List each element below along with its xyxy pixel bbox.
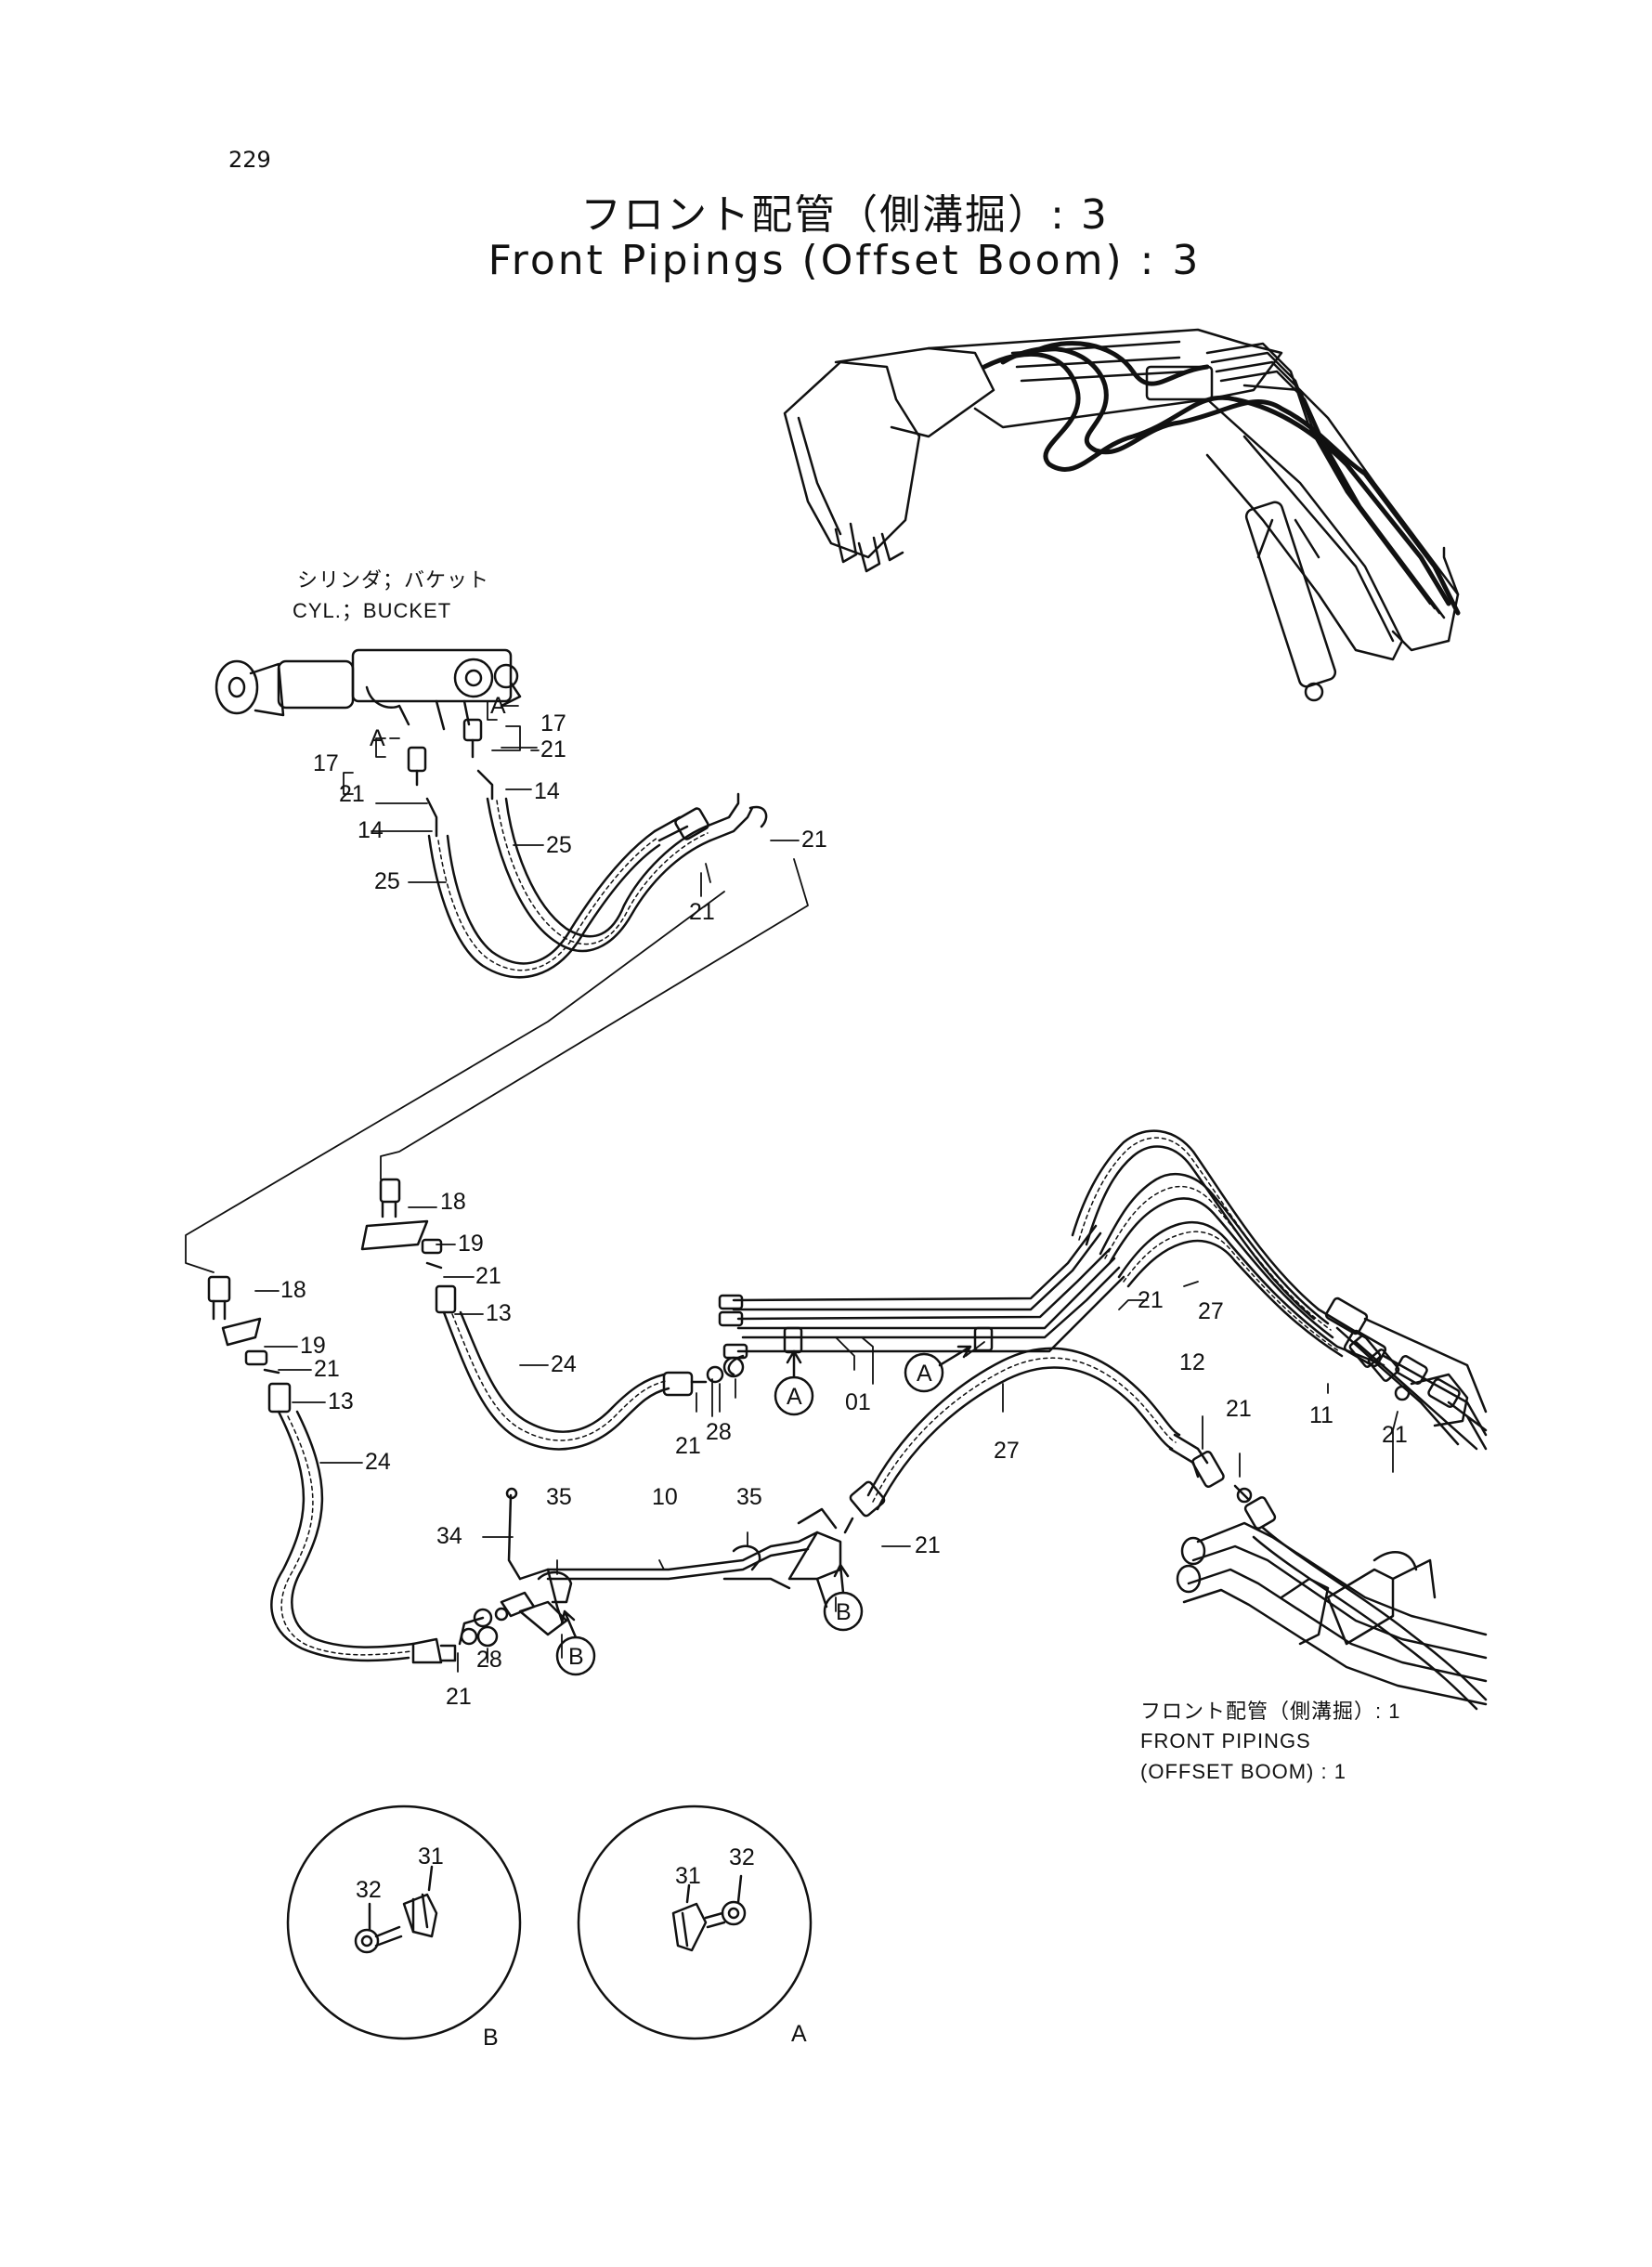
part-number-21: 21 [675, 1433, 701, 1459]
detail-circle-a [577, 1804, 813, 2040]
seal-ring-21 [706, 1365, 724, 1384]
part-number-25: 25 [374, 868, 400, 894]
part-number-17: 17 [313, 750, 339, 776]
part-number-24: 24 [551, 1351, 577, 1377]
part-number-35: 35 [546, 1484, 572, 1510]
callout-letters: A A A A B B B A [370, 693, 932, 2051]
callout-a-letter: A [917, 1361, 932, 1387]
part-number-19: 19 [458, 1231, 484, 1257]
part-number-13: 13 [486, 1300, 512, 1326]
part-number-24: 24 [365, 1449, 391, 1475]
part-number-21: 21 [314, 1356, 340, 1382]
callout-a-letter: A [370, 725, 385, 751]
part-number-17: 17 [540, 710, 566, 736]
page-number: 229 [228, 147, 271, 173]
part-number-12: 12 [1179, 1349, 1205, 1375]
part-number-18: 18 [440, 1189, 466, 1215]
part-number-labels: 17 21 17 21 14 14 25 25 21 21 18 19 21 1… [280, 710, 1408, 1903]
detail-a-letter: A [791, 2021, 807, 2047]
part-number-21: 21 [1138, 1287, 1164, 1313]
reference-label-japanese: フロント配管（側溝掘）: 1 [1140, 1700, 1400, 1723]
callout-a-letter: A [787, 1384, 802, 1410]
callout-b-letter: B [836, 1599, 852, 1625]
reference-label-english-2: (OFFSET BOOM) : 1 [1140, 1760, 1346, 1783]
callout-markers [555, 1345, 972, 1676]
upper-hoses-27-corrugation [1078, 1137, 1340, 1352]
bucket-hose-right [462, 718, 768, 953]
connection-lines [185, 858, 809, 1273]
hose-12 [1168, 1433, 1488, 1711]
part-number-13: 13 [328, 1388, 354, 1414]
part-number-32: 32 [356, 1877, 382, 1903]
part-number-14: 14 [534, 778, 560, 804]
part-number-27: 27 [1198, 1298, 1224, 1324]
part-number-31: 31 [675, 1863, 701, 1889]
page-title-english: Front Pipings (Offset Boom) : 3 [488, 237, 1202, 284]
leader-lines [254, 700, 1398, 1673]
part-number-21: 21 [915, 1532, 941, 1558]
overview-rigid-pipes [1205, 342, 1446, 619]
o-ring-28-lower [476, 1625, 499, 1648]
reference-piping-block [1176, 1521, 1488, 1706]
callout-a-letter: A [490, 693, 506, 719]
part-number-19: 19 [300, 1333, 326, 1359]
part-number-21: 21 [339, 781, 365, 807]
part-number-11: 11 [1309, 1402, 1333, 1428]
part-number-35: 35 [736, 1484, 762, 1510]
lower-left-hose-corrugation [280, 1415, 412, 1656]
excavator-front-overview [783, 328, 1460, 702]
callout-b-letter: B [568, 1644, 584, 1670]
part-number-25: 25 [546, 832, 572, 858]
part-number-18: 18 [280, 1277, 306, 1303]
part-number-21: 21 [1226, 1396, 1252, 1422]
lower-right-pipe-ends [1335, 1326, 1488, 1451]
rigid-pipes-01 [718, 1224, 1125, 1376]
lower-left-hose-assembly [207, 1275, 457, 1664]
part-number-21: 21 [1382, 1422, 1408, 1448]
lower-hose-27-corrugation [872, 1357, 1177, 1503]
notes: シリンダ；バケット CYL.；BUCKET フロント配管（側溝掘）: 1 FRO… [293, 568, 1400, 1783]
part-number-27: 27 [994, 1438, 1020, 1464]
part-number-21: 21 [475, 1263, 501, 1289]
detail-b-letter: B [483, 2025, 499, 2051]
bucket-cylinder [215, 648, 522, 731]
page-title-japanese: フロント配管（側溝掘）: 3 [580, 191, 1109, 239]
part-number-01: 01 [845, 1389, 871, 1415]
line-10-assembly [458, 1487, 842, 1646]
part-number-28: 28 [476, 1647, 502, 1673]
part-number-21: 21 [801, 827, 827, 853]
cylinder-label-english: CYL.；BUCKET [293, 599, 451, 622]
bucket-hose-corrugation [437, 800, 709, 971]
seal-ring-21-lower [460, 1627, 478, 1646]
middle-hose-assembly [360, 1178, 708, 1451]
part-number-31: 31 [418, 1844, 444, 1870]
part-number-10: 10 [652, 1484, 678, 1510]
part-number-21: 21 [540, 736, 566, 762]
lower-hose-27 [843, 1347, 1181, 1534]
overview-hoses [982, 341, 1461, 616]
part-number-21: 21 [689, 899, 715, 925]
part-number-21: 21 [446, 1684, 472, 1710]
upper-hoses-27 [1071, 1129, 1488, 1437]
cylinder-label-japanese: シリンダ；バケット [297, 568, 489, 592]
part-number-32: 32 [729, 1844, 755, 1870]
detail-circle-b [286, 1804, 522, 2040]
reference-label-english-1: FRONT PIPINGS [1140, 1729, 1311, 1752]
bucket-hose-left [407, 746, 709, 979]
part-number-28: 28 [706, 1419, 732, 1445]
part-number-34: 34 [436, 1523, 462, 1549]
middle-hose-corrugation [451, 1313, 667, 1441]
part-number-14: 14 [358, 817, 384, 843]
